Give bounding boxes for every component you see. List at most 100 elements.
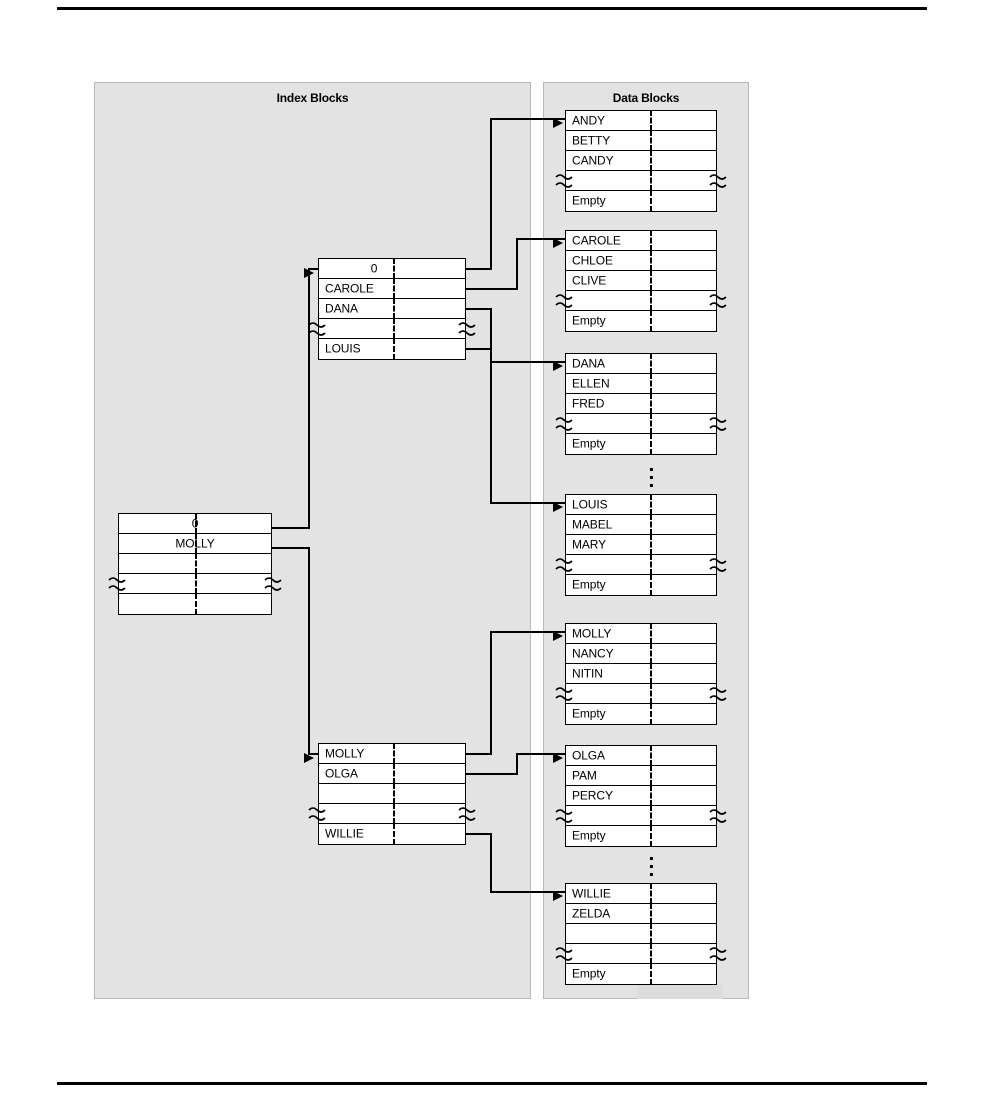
- data-row[interactable]: BETTY: [566, 130, 716, 151]
- data-row[interactable]: ELLEN: [566, 373, 716, 394]
- rowid-divider: [650, 785, 652, 806]
- data-row[interactable]: OLGA: [566, 745, 716, 766]
- index-row[interactable]: MOLLY: [319, 743, 465, 764]
- data-row[interactable]: Empty: [566, 703, 716, 725]
- data-row[interactable]: PERCY: [566, 785, 716, 806]
- rowid-divider: [650, 963, 652, 985]
- rowid-divider: [650, 190, 652, 212]
- data-key: DANA: [572, 356, 605, 371]
- wire-upper1-h2: [516, 238, 565, 240]
- panel-shading-artifact: [637, 985, 723, 999]
- data-row[interactable]: Empty: [566, 190, 716, 212]
- wire-lower4-h2: [490, 891, 565, 893]
- wire-upper2-v: [490, 308, 492, 363]
- data-block-dana[interactable]: DANA ELLEN FRED Empty: [555, 353, 727, 455]
- data-row[interactable]: LOUIS: [566, 494, 716, 515]
- arrow-to-data-block-molly: [553, 631, 563, 641]
- data-block-andy[interactable]: ANDY BETTY CANDY Empty: [555, 110, 727, 212]
- data-key: Empty: [572, 828, 606, 843]
- branch-index-block-lower[interactable]: MOLLY OLGA WILLIE: [308, 743, 476, 845]
- root-index-block[interactable]: 0 MOLLY: [108, 513, 282, 615]
- index-key: MOLLY: [325, 746, 365, 761]
- data-row[interactable]: CANDY: [566, 150, 716, 171]
- wire-upper0-h1: [466, 268, 492, 270]
- rowid-divider: [650, 393, 652, 414]
- data-row[interactable]: Empty: [566, 574, 716, 596]
- data-row[interactable]: DANA: [566, 353, 716, 374]
- data-key: PAM: [572, 768, 597, 783]
- index-row[interactable]: LOUIS: [319, 338, 465, 360]
- data-row-blank[interactable]: [566, 923, 716, 944]
- data-block-molly[interactable]: MOLLY NANCY NITIN Empty: [555, 623, 727, 725]
- data-block-carole[interactable]: CAROLE CHLOE CLIVE Empty: [555, 230, 727, 332]
- wire-upper2-h2: [490, 361, 565, 363]
- index-row[interactable]: 0: [119, 513, 271, 534]
- index-row[interactable]: WILLIE: [319, 823, 465, 845]
- index-row[interactable]: DANA: [319, 298, 465, 319]
- index-row-blank[interactable]: [119, 593, 271, 615]
- index-row[interactable]: 0: [319, 258, 465, 279]
- wire-root-to-upper-branch-v: [308, 268, 310, 529]
- data-row[interactable]: CHLOE: [566, 250, 716, 271]
- rowid-divider: [650, 903, 652, 924]
- data-key: ELLEN: [572, 376, 610, 391]
- index-row-blank[interactable]: [319, 783, 465, 804]
- data-row[interactable]: MOLLY: [566, 623, 716, 644]
- index-row[interactable]: CAROLE: [319, 278, 465, 299]
- page-rule-top: [57, 7, 927, 10]
- arrow-to-data-block-olga: [553, 753, 563, 763]
- data-row[interactable]: Empty: [566, 825, 716, 847]
- data-row[interactable]: Empty: [566, 963, 716, 985]
- data-row[interactable]: PAM: [566, 765, 716, 786]
- index-row-continuation: [308, 318, 476, 339]
- data-row[interactable]: NITIN: [566, 663, 716, 684]
- wire-lower4-h1: [466, 833, 492, 835]
- index-row[interactable]: OLGA: [319, 763, 465, 784]
- data-key: Empty: [572, 706, 606, 721]
- data-key: ZELDA: [572, 906, 611, 921]
- arrow-to-lower-branch: [304, 753, 314, 763]
- data-row[interactable]: Empty: [566, 433, 716, 455]
- index-key: OLGA: [325, 766, 358, 781]
- data-key: Empty: [572, 436, 606, 451]
- data-key: MARY: [572, 537, 607, 552]
- rowid-divider: [650, 745, 652, 766]
- data-row[interactable]: CAROLE: [566, 230, 716, 251]
- index-blocks-title: Index Blocks: [276, 91, 349, 105]
- index-key: WILLIE: [325, 826, 364, 841]
- rowid-divider: [650, 310, 652, 332]
- index-row-blank[interactable]: [119, 553, 271, 574]
- rowid-divider: [195, 513, 197, 534]
- wire-lower0-h1: [466, 753, 492, 755]
- data-row[interactable]: MARY: [566, 534, 716, 555]
- rowid-divider: [393, 338, 395, 360]
- wire-lower1-h2: [516, 753, 565, 755]
- data-key: Empty: [572, 577, 606, 592]
- data-row[interactable]: CLIVE: [566, 270, 716, 291]
- data-key: CAROLE: [572, 233, 621, 248]
- data-blocks-title: Data Blocks: [612, 91, 680, 105]
- rowid-divider: [650, 643, 652, 664]
- rowid-divider: [650, 554, 652, 575]
- data-row[interactable]: NANCY: [566, 643, 716, 664]
- data-row[interactable]: Empty: [566, 310, 716, 332]
- rowid-divider: [650, 574, 652, 596]
- data-row[interactable]: WILLIE: [566, 883, 716, 904]
- data-block-willie[interactable]: WILLIE ZELDA Empty: [555, 883, 727, 985]
- rowid-divider: [650, 943, 652, 964]
- data-block-louis[interactable]: LOUIS MABEL MARY Empty: [555, 494, 727, 596]
- data-block-olga[interactable]: OLGA PAM PERCY Empty: [555, 745, 727, 847]
- data-row-continuation: [555, 170, 727, 191]
- rowid-divider: [195, 553, 197, 574]
- data-row[interactable]: ANDY: [566, 110, 716, 131]
- rowid-divider: [650, 150, 652, 171]
- data-row[interactable]: FRED: [566, 393, 716, 414]
- index-row[interactable]: MOLLY: [119, 533, 271, 554]
- branch-index-block-upper[interactable]: 0 CAROLE DANA LOUIS: [308, 258, 476, 360]
- data-row[interactable]: ZELDA: [566, 903, 716, 924]
- rowid-divider: [650, 923, 652, 944]
- data-key: Empty: [572, 966, 606, 981]
- data-row[interactable]: MABEL: [566, 514, 716, 535]
- rowid-divider: [393, 783, 395, 804]
